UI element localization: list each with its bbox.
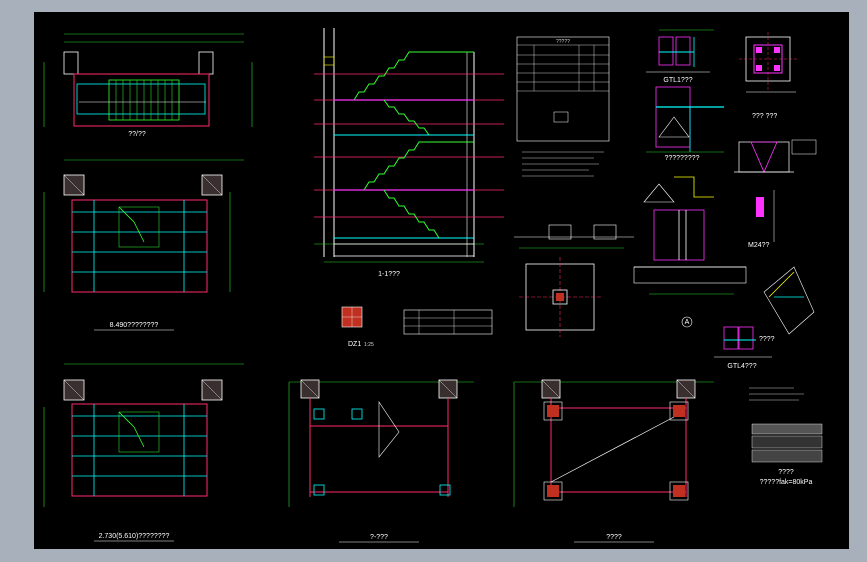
column-detail-dz1: DZ1 1:25: [341, 306, 374, 348]
stair-plan-middle: 8.490????????: [43, 159, 244, 331]
drawing-sheet: ??/?? 8.490????????: [34, 12, 849, 549]
component-table: ?????: [516, 36, 610, 142]
detail-gtl1: GTL1???: [646, 29, 714, 84]
detail-inclined: ????: [759, 266, 815, 343]
stair-plan-bottom: 2.730(5.610)????????: [43, 363, 244, 542]
foundation-plan-title: ?-???: [370, 534, 388, 541]
notes-block: [522, 151, 604, 177]
ground-note: ?????fak=80kPa: [760, 479, 813, 486]
detail-gtl-row: ?????????: [646, 86, 724, 162]
column-detail-label: DZ1: [348, 341, 361, 348]
detail-gtl4: GTL4???: [714, 326, 772, 370]
gtl4-title: GTL4???: [727, 363, 756, 370]
section-title: 1-1???: [378, 271, 400, 278]
stair-section: 1-1???: [314, 28, 504, 278]
m24-title: M24??: [748, 242, 770, 249]
plan-bottom-title: 2.730(5.610)????????: [99, 533, 170, 540]
detail-caption: ??? ???: [752, 113, 777, 120]
detail-footing-section: ??? ???: [734, 113, 817, 174]
gtl1-title: GTL1???: [663, 77, 692, 84]
cad-drawing: ??/?? 8.490????????: [43, 28, 823, 543]
column-detail-scale: 1:25: [364, 342, 374, 348]
plan-middle-title: 8.490????????: [110, 322, 159, 329]
rebar-table-small: [403, 309, 493, 335]
table-title: ?????: [556, 39, 570, 45]
pad-footing-plan: [519, 257, 601, 337]
detail-stair-base: A: [633, 176, 747, 328]
axis-a-label: A: [685, 319, 690, 326]
foundation-plan-left: ?-???: [288, 379, 474, 543]
foundation-plan2-title: ????: [606, 534, 622, 541]
ground-detail-title: ????: [778, 469, 794, 476]
ground-detail: ???? ?????fak=80kPa: [749, 387, 823, 486]
foundation-plan-right: ????: [513, 379, 714, 543]
plan-top-title: ??/??: [128, 131, 146, 138]
detail-right-title: ????: [759, 336, 775, 343]
gtl-row-title: ?????????: [664, 155, 699, 162]
detail-column-plate: [739, 32, 799, 93]
stair-plan-top: ??/??: [43, 33, 253, 138]
beam-section-detail: [514, 224, 634, 249]
detail-m24: M24??: [748, 190, 775, 249]
